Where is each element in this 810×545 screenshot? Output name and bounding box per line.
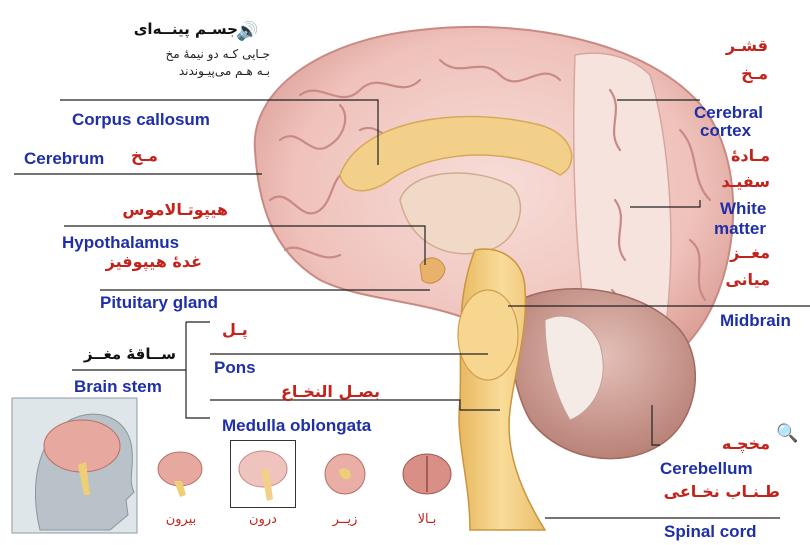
label-pituitary-gland: Pituitary gland: [100, 294, 218, 311]
label-spinal-cord: Spinal cord: [664, 523, 757, 540]
view-outside-button[interactable]: [150, 445, 210, 505]
label-cerebral: Cerebral: [694, 104, 763, 121]
label-cortex-fa-2: مـخ: [708, 66, 768, 82]
view-inside-caption[interactable]: درون: [228, 512, 298, 527]
label-pons-fa: پـل: [222, 322, 248, 338]
label-cerebellum: Cerebellum: [660, 460, 753, 477]
view-bottom-button[interactable]: [315, 448, 375, 504]
label-medulla-oblongata: Medulla oblongata: [222, 417, 371, 434]
view-outside-caption[interactable]: بیرون: [146, 512, 216, 527]
magnifier-icon[interactable]: 🔍: [776, 424, 798, 442]
brain-outside-icon: [150, 445, 210, 505]
label-midbrain: Midbrain: [720, 312, 791, 329]
label-pituitary-fa: غدهٔ هیپوفیز: [92, 254, 202, 270]
speaker-icon[interactable]: 🔊: [236, 22, 258, 40]
view-top-caption[interactable]: بـالا: [392, 512, 462, 527]
brain-inside-icon: [231, 441, 295, 507]
brain-top-icon: [397, 448, 457, 504]
label-matter: matter: [714, 220, 766, 237]
title-persian: جسـم پینــه‌ای: [118, 22, 238, 37]
head-inset: [12, 398, 137, 533]
brain-bottom-icon: [315, 448, 375, 504]
label-cerebellum-fa: مخچـه: [690, 436, 770, 452]
view-bottom-caption[interactable]: زیــر: [310, 512, 380, 527]
label-white: White: [720, 200, 766, 217]
label-cerebrum: Cerebrum: [24, 150, 104, 167]
label-hypothalamus-fa: هیپوتـالاموس: [88, 202, 228, 218]
label-white-fa-1: مـادهٔ: [700, 148, 770, 164]
label-cerebrum-fa: مـخ: [131, 148, 158, 164]
label-cortex-fa-1: قشـر: [708, 38, 768, 54]
label-brainstem-fa: ســاقهٔ مغــز: [66, 347, 176, 362]
view-top-button[interactable]: [397, 448, 457, 504]
label-cortex: cortex: [700, 122, 751, 139]
label-white-fa-2: سفیـد: [700, 174, 770, 190]
label-midbrain-fa-2: میانی: [700, 272, 770, 288]
description-line-1: جـایی کـه دو نیمهٔ مخ: [120, 47, 270, 62]
description-line-2: بـه هـم می‌پیـوندند: [120, 64, 270, 79]
label-hypothalamus: Hypothalamus: [62, 234, 179, 251]
pons-shape: [458, 290, 518, 380]
label-pons: Pons: [214, 359, 256, 376]
label-medulla-fa: بصـل النخـاع: [250, 384, 380, 400]
label-midbrain-fa-1: مغــز: [700, 245, 770, 261]
view-inside-button[interactable]: [230, 440, 296, 508]
label-brainstem: Brain stem: [74, 378, 162, 395]
label-corpus-callosum: Corpus callosum: [72, 111, 210, 128]
label-spinal-fa: طـنـاب نخـاعی: [660, 484, 780, 500]
